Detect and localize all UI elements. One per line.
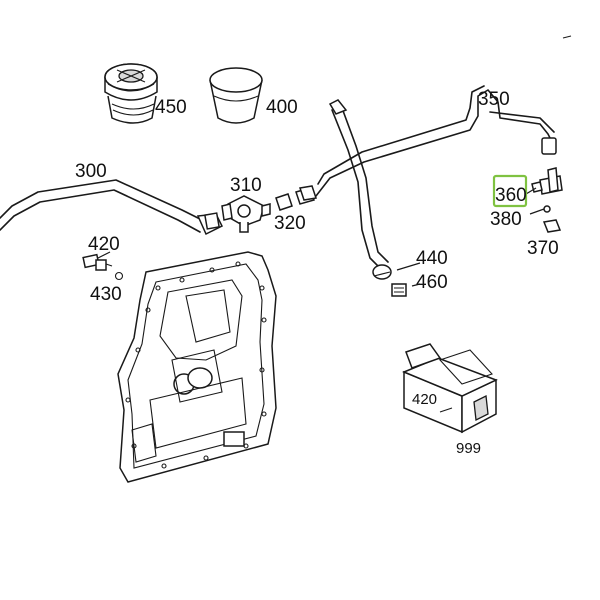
part-360-fitting[interactable] (531, 167, 563, 195)
housing-cover (117, 251, 277, 483)
part-460-plug[interactable] (391, 283, 407, 297)
callout-350[interactable]: 350 (478, 89, 510, 110)
part-450-filler-cap[interactable] (104, 63, 158, 124)
callout-380[interactable]: 380 (490, 209, 522, 230)
part-350-pipe[interactable] (299, 85, 557, 201)
callout-460[interactable]: 460 (416, 272, 448, 293)
callout-440[interactable]: 440 (416, 248, 448, 269)
callout-430[interactable]: 430 (90, 284, 122, 305)
part-400-cap[interactable] (209, 67, 263, 124)
callout-310[interactable]: 310 (230, 175, 262, 196)
part-440-pipe[interactable] (328, 99, 392, 280)
corner-mark (562, 35, 572, 39)
leader-lines (97, 187, 545, 287)
part-380-washer[interactable] (543, 205, 551, 213)
part-999-kit-box[interactable] (402, 343, 498, 434)
callout-420-sensor[interactable]: 420 (88, 234, 120, 255)
callout-999[interactable]: 999 (456, 440, 481, 457)
part-420-sensor[interactable] (82, 253, 113, 271)
callout-300[interactable]: 300 (75, 161, 107, 182)
part-310-tee-fitting[interactable] (221, 195, 271, 233)
part-430-seal-ring[interactable] (114, 271, 124, 281)
callout-400[interactable]: 400 (266, 97, 298, 118)
callout-420-box: 420 (412, 391, 437, 408)
part-370-nut[interactable] (542, 219, 562, 233)
callout-highlight-box (492, 174, 528, 208)
callout-450[interactable]: 450 (155, 97, 187, 118)
part-300-pipe[interactable] (0, 179, 224, 236)
callout-320[interactable]: 320 (274, 213, 306, 234)
callout-360[interactable]: 360 (495, 185, 527, 206)
callout-370[interactable]: 370 (527, 238, 559, 259)
